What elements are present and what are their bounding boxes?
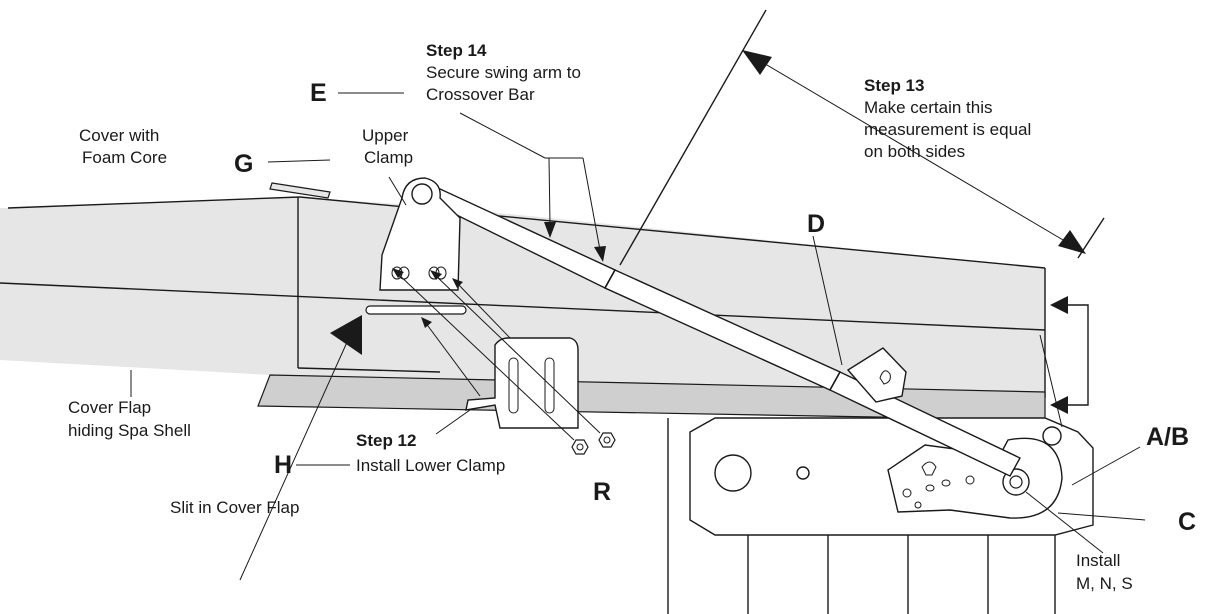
- letter-h: H: [274, 451, 292, 479]
- letter-c: C: [1178, 508, 1196, 536]
- install-line1: Install: [1076, 551, 1120, 570]
- step13-title: Step 13: [864, 76, 924, 95]
- labels: Step 14 Secure swing arm to Crossover Ba…: [68, 41, 1196, 593]
- letter-e: E: [310, 79, 327, 107]
- flap-line1: Cover Flap: [68, 398, 151, 417]
- slit: [365, 305, 467, 315]
- step14-line1: Secure swing arm to: [426, 63, 581, 82]
- cover-handle: [269, 182, 331, 199]
- measurement-dimension: [619, 9, 1105, 266]
- step14-title: Step 14: [426, 41, 487, 60]
- step14-arrows: [459, 112, 606, 262]
- letter-d: D: [807, 210, 825, 238]
- step13-line1: Make certain this: [864, 98, 993, 117]
- leader-lines: [130, 92, 1146, 581]
- cover-line2: Foam Core: [82, 148, 167, 167]
- slit-label: Slit in Cover Flap: [170, 498, 299, 517]
- crossover-bracket: [846, 347, 907, 403]
- cover-line1: Cover with: [79, 126, 159, 145]
- step14-line2: Crossover Bar: [426, 85, 535, 104]
- install-line2: M, N, S: [1076, 574, 1133, 593]
- upper-clamp-line1: Upper: [362, 126, 409, 145]
- step12-line1: Install Lower Clamp: [356, 456, 505, 475]
- flap-bracket-arrows: [1050, 296, 1089, 414]
- step13-line3: on both sides: [864, 142, 965, 161]
- step13-line2: measurement is equal: [864, 120, 1031, 139]
- letter-g: G: [234, 150, 253, 178]
- step12-title: Step 12: [356, 431, 416, 450]
- letter-ab: A/B: [1146, 423, 1189, 451]
- upper-clamp-line2: Clamp: [364, 148, 413, 167]
- flap-line2: hiding Spa Shell: [68, 421, 191, 440]
- letter-r: R: [593, 478, 611, 506]
- lower-clamp: [465, 337, 579, 429]
- nuts: [571, 432, 616, 455]
- clamp-arrows: [392, 268, 601, 441]
